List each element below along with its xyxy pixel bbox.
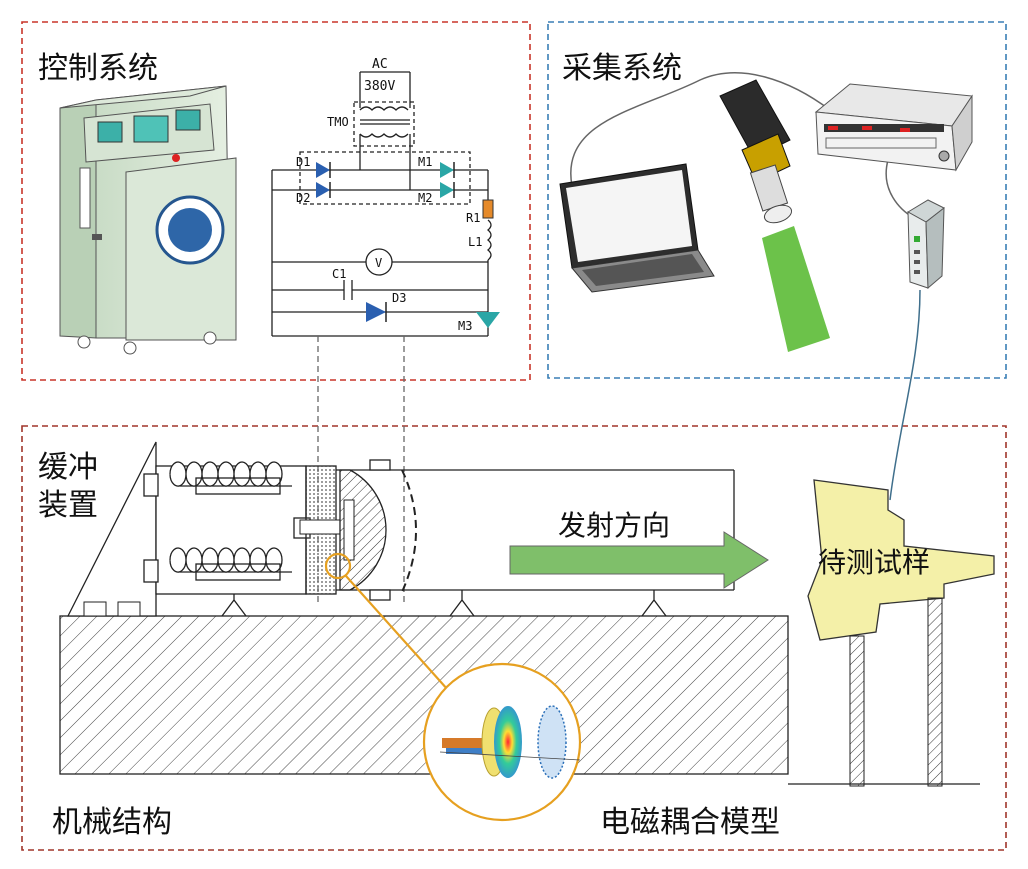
armature-outline-dashed bbox=[401, 469, 417, 593]
buffer-title-line2: 装置 bbox=[38, 488, 98, 523]
mechanical-structure-border bbox=[21, 425, 1007, 851]
zoom-leader-line bbox=[345, 575, 449, 691]
label-c1: C1 bbox=[332, 267, 346, 281]
label-d2: D2 bbox=[296, 191, 310, 205]
test-specimen bbox=[807, 479, 995, 641]
laser-beam bbox=[762, 226, 830, 352]
label-d3: D3 bbox=[392, 291, 406, 305]
sensor-module-icon bbox=[907, 199, 945, 290]
launch-barrel bbox=[336, 459, 735, 601]
specimen-support-left bbox=[849, 635, 865, 787]
diode-d2 bbox=[316, 182, 330, 198]
diode-d3 bbox=[366, 302, 386, 322]
label-m1: M1 bbox=[418, 155, 432, 169]
thyristor-m3 bbox=[476, 312, 500, 328]
zoom-origin-marker bbox=[324, 552, 352, 580]
barrel-supports bbox=[221, 590, 667, 617]
specimen-support-right bbox=[927, 597, 943, 787]
laptop-cable bbox=[570, 72, 831, 187]
label-ac: AC bbox=[372, 57, 388, 72]
diode-d1 bbox=[316, 162, 330, 178]
thyristor-m1 bbox=[440, 162, 454, 178]
resistor-r1 bbox=[482, 199, 494, 219]
data-acquisition-unit-icon bbox=[814, 83, 973, 172]
mechanical-structure-title: 机械结构 bbox=[52, 805, 172, 840]
test-specimen-label: 待测试样 bbox=[818, 546, 930, 579]
buffer-title-line1: 缓冲 bbox=[38, 450, 98, 485]
label-tmo: TMO bbox=[327, 115, 349, 129]
high-speed-camera-icon bbox=[719, 79, 793, 224]
label-m3: M3 bbox=[458, 319, 472, 333]
sensor-cable bbox=[889, 289, 921, 501]
em-coupling-model-render bbox=[439, 705, 581, 779]
label-m2: M2 bbox=[418, 191, 432, 205]
buffer-device bbox=[143, 461, 311, 595]
acquisition-system-title: 采集系统 bbox=[562, 51, 682, 86]
acquisition-system-border bbox=[547, 21, 1007, 379]
label-l1: L1 bbox=[468, 235, 482, 249]
label-meter: V bbox=[375, 256, 382, 270]
control-cabinet-icon bbox=[59, 85, 237, 355]
thyristor-m2 bbox=[440, 182, 454, 198]
daq-cable bbox=[885, 159, 915, 219]
label-d1: D1 bbox=[296, 155, 310, 169]
voltmeter bbox=[365, 248, 393, 276]
control-system-border bbox=[21, 21, 531, 381]
laptop-icon bbox=[559, 163, 715, 293]
launch-direction-arrow bbox=[509, 531, 769, 589]
control-system-title: 控制系统 bbox=[38, 51, 158, 86]
em-model-title: 电磁耦合模型 bbox=[600, 805, 780, 840]
label-380v: 380V bbox=[364, 79, 395, 94]
label-r1: R1 bbox=[466, 211, 480, 225]
launch-direction-label: 发射方向 bbox=[558, 509, 670, 542]
